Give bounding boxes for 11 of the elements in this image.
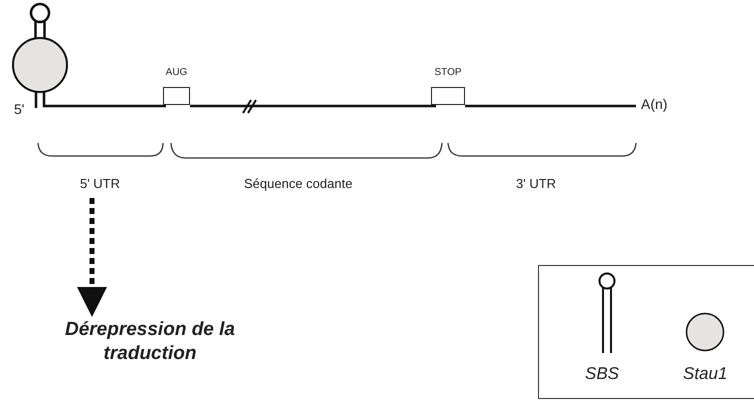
codon-label: AUG (166, 67, 188, 78)
outcome-text: Dérepression de la traduction (40, 318, 260, 366)
legend-text: SBS (585, 364, 620, 384)
label: 3' UTR (516, 176, 556, 192)
label: A(n) (641, 96, 668, 114)
codon-label: STOP (434, 67, 462, 78)
dashed-arrow (77, 198, 107, 317)
legend-text: Stau1 (683, 364, 728, 384)
label: 5' (14, 101, 24, 118)
region-label: 5' UTR (70, 176, 130, 192)
label: Séquence codante (244, 176, 352, 192)
